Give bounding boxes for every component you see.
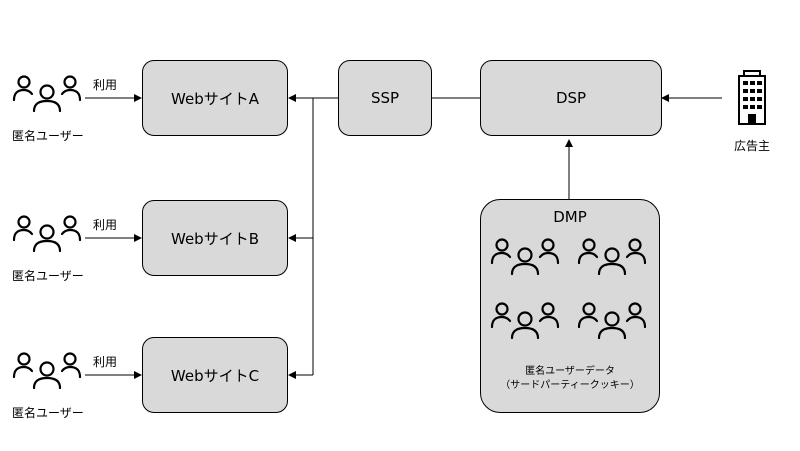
user-caption-c: 匿名ユーザー (12, 406, 84, 420)
user-group-icon (577, 302, 647, 340)
dsp-label: DSP (555, 89, 587, 107)
ssp-box: SSP (338, 60, 432, 136)
user-caption-a: 匿名ユーザー (12, 129, 84, 143)
website-b-box: WebサイトB (142, 200, 288, 276)
office-building-icon (738, 70, 766, 125)
user-group-icon (490, 302, 560, 340)
website-c-label: WebサイトC (170, 366, 260, 385)
use-label-c: 利用 (93, 355, 118, 369)
ssp-label: SSP (370, 89, 400, 107)
use-label-a: 利用 (93, 78, 118, 92)
dsp-box: DSP (480, 60, 662, 136)
dmp-caption-line1: 匿名ユーザーデータ (525, 366, 615, 377)
website-b-label: WebサイトB (171, 229, 259, 248)
dmp-caption-line2: （サードパーティークッキー） (500, 380, 640, 391)
dmp-label: DMP (553, 208, 587, 226)
advertiser-caption: 広告主 (734, 139, 771, 153)
user-group-icon (12, 352, 82, 390)
user-caption-b: 匿名ユーザー (12, 269, 84, 283)
user-group-icon (577, 238, 647, 276)
website-a-box: WebサイトA (142, 60, 288, 136)
user-group-icon (12, 75, 82, 113)
website-c-box: WebサイトC (142, 337, 288, 413)
user-group-icon (12, 215, 82, 253)
website-a-label: WebサイトA (171, 89, 259, 108)
user-group-icon (490, 238, 560, 276)
use-label-b: 利用 (93, 218, 118, 232)
